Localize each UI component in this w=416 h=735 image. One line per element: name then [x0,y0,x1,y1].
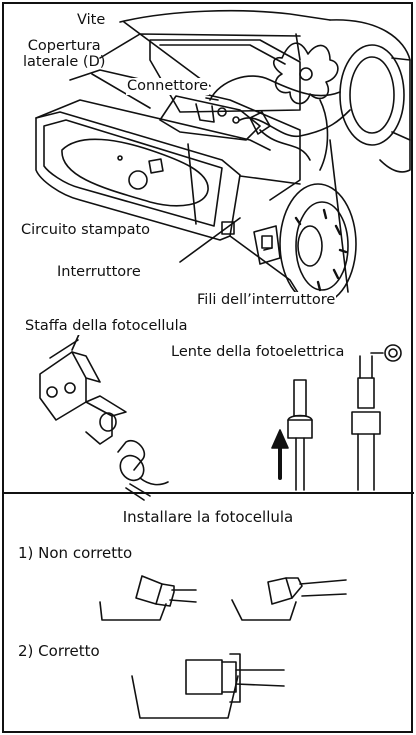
label-circuito-stampato: Circuito stampato [20,222,152,239]
label-connettore: Connettore [126,78,210,95]
photocell-parts [39,331,402,501]
step-non-corretto: 1) Non corretto [18,544,133,562]
label-fili-interruttore: Fili dell’interruttore [196,292,337,309]
install-section-title: Installare la fotocellula [122,508,294,526]
install-diagrams [99,575,347,719]
label-copertura-laterale: Copertura laterale (D) [23,38,106,70]
label-interruttore: Interruttore [56,264,142,281]
label-vite: Vite [76,12,107,29]
step-corretto: 2) Corretto [18,642,100,660]
label-lente-fotoelettrica: Lente della fotoelettrica [170,344,346,361]
machine-illustration [35,9,411,305]
label-staffa-fotocellula: Staffa della fotocellula [24,318,189,335]
section-divider [2,492,414,494]
